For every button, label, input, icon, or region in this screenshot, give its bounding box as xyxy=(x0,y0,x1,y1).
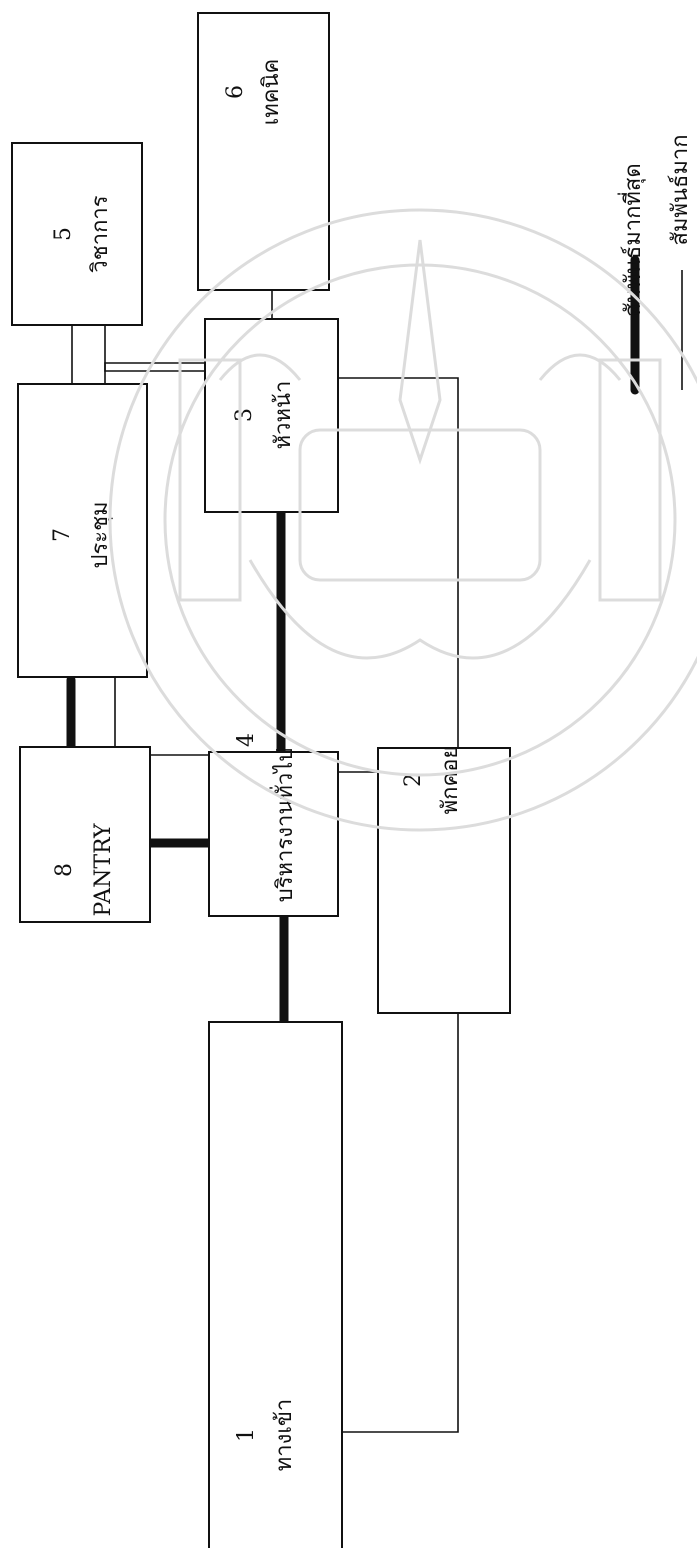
room-name-6: เทคนิค xyxy=(259,59,284,126)
room-number-1: 1 xyxy=(234,1428,259,1442)
connector-1-2 xyxy=(342,1013,459,1433)
room-box-8 xyxy=(19,746,151,923)
room-name-7: ประชุม xyxy=(88,501,113,568)
room-box-1 xyxy=(208,1021,343,1552)
room-name-3: หัวหน้า xyxy=(271,381,296,450)
room-number-6: 6 xyxy=(223,85,248,99)
room-name-8: PANTRY xyxy=(91,823,116,916)
room-number-4: 4 xyxy=(234,733,259,747)
connector-7-3 xyxy=(104,362,205,384)
room-number-8: 8 xyxy=(52,863,77,877)
room-boxes xyxy=(11,12,511,1552)
room-name-4: บริหารงานทั่วไป xyxy=(269,748,298,902)
room-number-2: 2 xyxy=(401,773,426,787)
legend-strong-label: สัมพันธ์มาก xyxy=(668,134,693,245)
legend-strongest-label: สัมพันธ์มากที่สุด xyxy=(617,163,646,316)
connector-5-3 xyxy=(104,325,205,372)
room-number-5: 5 xyxy=(51,227,76,241)
room-box-6 xyxy=(197,12,330,291)
room-name-5: วิชาการ xyxy=(88,195,113,273)
room-number-7: 7 xyxy=(50,528,75,542)
room-name-2: พักคอย xyxy=(438,746,463,815)
room-box-5 xyxy=(11,142,143,326)
room-number-3: 3 xyxy=(232,408,257,422)
room-name-1: ทางเข้า xyxy=(272,1399,297,1472)
legend: สัมพันธ์มากที่สุด สัมพันธ์มาก xyxy=(617,134,693,395)
connector-7-4 xyxy=(114,677,209,756)
room-box-7 xyxy=(17,383,148,678)
connector-3-2 xyxy=(338,377,459,748)
